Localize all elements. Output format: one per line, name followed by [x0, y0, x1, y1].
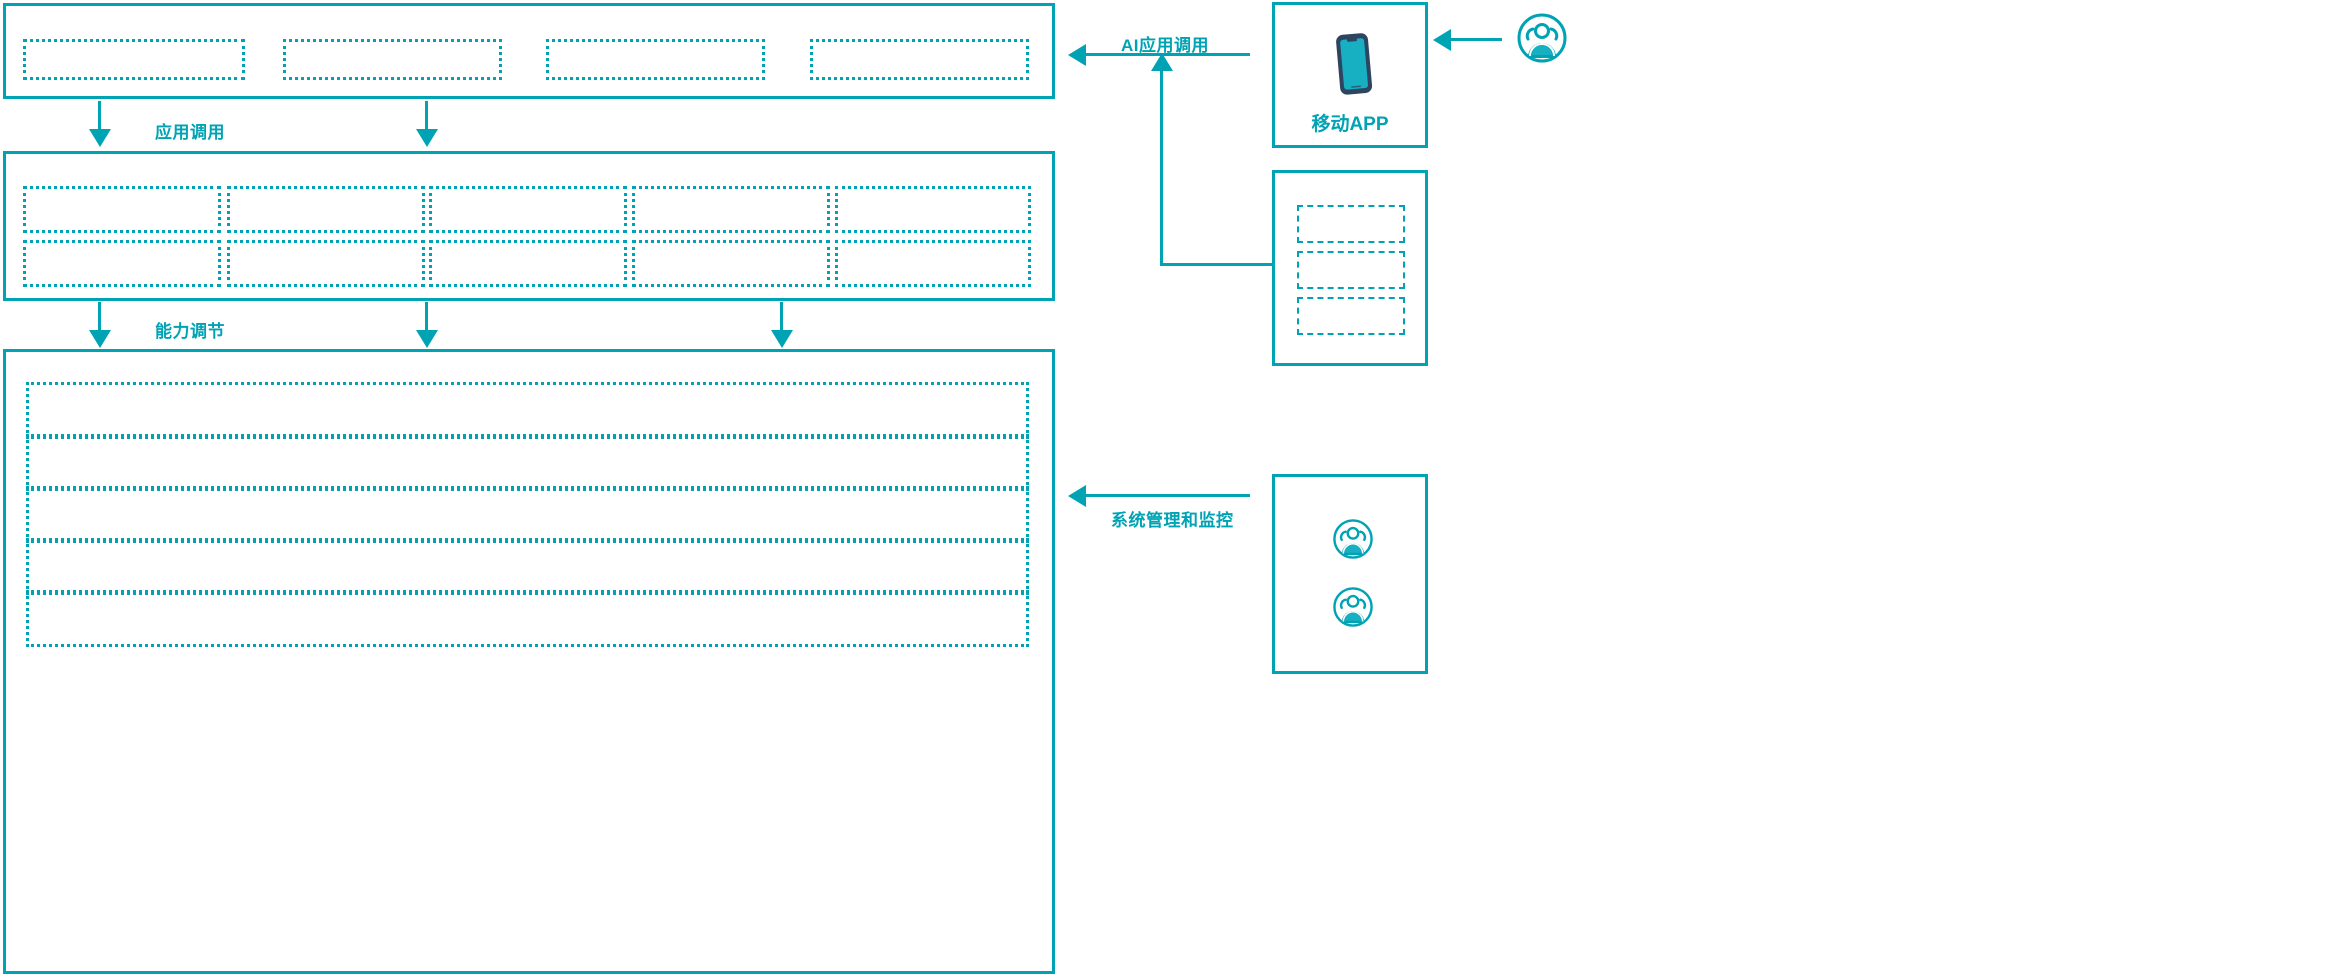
- capability-box-3-bottom[interactable]: [429, 240, 627, 287]
- platform-row-2[interactable]: [26, 434, 1029, 491]
- platform-row-5[interactable]: [26, 590, 1029, 647]
- system-manage-line: [1085, 494, 1250, 497]
- admin-panel[interactable]: [1272, 474, 1428, 674]
- platform-layer: [3, 349, 1055, 974]
- capability-adjust-connector-2: [425, 302, 428, 333]
- channel-item-2[interactable]: [1297, 251, 1405, 289]
- ai-app-call-riser: [1160, 66, 1163, 266]
- users-group-icon: [1332, 586, 1374, 628]
- app-call-connector-right: [425, 101, 428, 132]
- capability-box-1-bottom[interactable]: [23, 240, 221, 287]
- smartphone-icon: [1321, 27, 1385, 99]
- app-call-label: 应用调用: [155, 123, 225, 142]
- capability-adjust-arrowhead-1: [89, 330, 111, 348]
- system-manage-label: 系统管理和监控: [1111, 511, 1234, 530]
- mobile-app-caption: 移动APP: [1311, 114, 1389, 135]
- app-call-arrowhead-left: [89, 129, 111, 147]
- capability-layer: [3, 151, 1055, 301]
- users-group-icon: [1332, 518, 1374, 560]
- channel-item-1[interactable]: [1297, 205, 1405, 243]
- capability-box-3-top[interactable]: [429, 186, 627, 233]
- application-layer-box-1[interactable]: [23, 39, 245, 80]
- capability-box-2-bottom[interactable]: [227, 240, 425, 287]
- capability-box-5-top[interactable]: [835, 186, 1031, 233]
- ai-app-call-riser-foot: [1160, 263, 1272, 266]
- app-call-arrowhead-right: [416, 129, 438, 147]
- ai-app-call-label: AI应用调用: [1121, 36, 1209, 55]
- channel-panel[interactable]: [1272, 170, 1428, 366]
- capability-box-4-bottom[interactable]: [632, 240, 830, 287]
- mobile-app-panel[interactable]: 移动APP: [1272, 2, 1428, 148]
- capability-adjust-connector-1: [98, 302, 101, 333]
- platform-row-3[interactable]: [26, 486, 1029, 543]
- ai-app-call-arrowhead: [1068, 44, 1086, 66]
- users-group-icon: [1516, 12, 1568, 64]
- application-layer-box-4[interactable]: [810, 39, 1029, 80]
- system-manage-arrowhead: [1068, 485, 1086, 507]
- app-call-connector-left: [98, 101, 101, 132]
- capability-adjust-arrowhead-2: [416, 330, 438, 348]
- platform-row-1[interactable]: [26, 382, 1029, 439]
- application-layer: [3, 3, 1055, 99]
- platform-row-4[interactable]: [26, 538, 1029, 595]
- capability-box-4-top[interactable]: [632, 186, 830, 233]
- capability-adjust-connector-3: [780, 302, 783, 333]
- application-layer-box-2[interactable]: [283, 39, 502, 80]
- capability-box-2-top[interactable]: [227, 186, 425, 233]
- capability-adjust-label: 能力调节: [155, 322, 225, 341]
- application-layer-box-3[interactable]: [546, 39, 765, 80]
- capability-adjust-arrowhead-3: [771, 330, 793, 348]
- end-user-to-app-line: [1450, 38, 1502, 41]
- capability-box-1-top[interactable]: [23, 186, 221, 233]
- end-user-to-app-arrowhead: [1433, 29, 1451, 51]
- capability-box-5-bottom[interactable]: [835, 240, 1031, 287]
- ai-app-call-riser-arrowhead: [1151, 53, 1173, 71]
- channel-item-3[interactable]: [1297, 297, 1405, 335]
